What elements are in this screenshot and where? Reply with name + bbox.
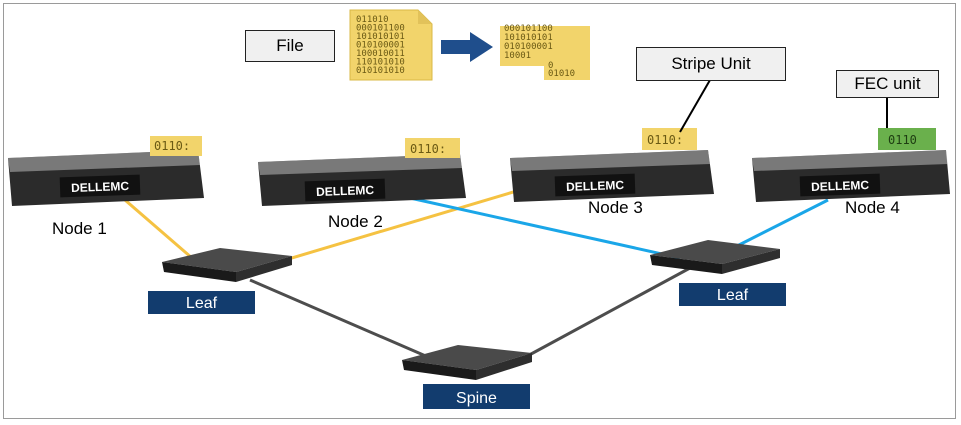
node4-server: DELLEMC 0110 xyxy=(752,128,950,202)
leaf-left-label: Leaf xyxy=(148,291,255,314)
diagram-frame xyxy=(3,3,956,419)
node1-brand: DELLEMC xyxy=(71,179,130,195)
link-node2-leaf xyxy=(409,196,681,260)
leaf-switch-left xyxy=(162,248,292,282)
link-node1-leaf xyxy=(124,198,193,260)
split-binary-line: 10001 xyxy=(504,51,531,61)
file-binary-line: 100010011 xyxy=(356,49,405,59)
node1-server: DELLEMC 0110: xyxy=(8,136,204,206)
spine-label: Spine xyxy=(423,384,530,409)
split-binary-line: 01010 xyxy=(548,69,575,79)
node4-brand: DELLEMC xyxy=(811,178,870,194)
leaf-right-label: Leaf xyxy=(679,283,786,306)
node3-unit-text: 0110: xyxy=(647,133,683,147)
node4-unit-text: 0110 xyxy=(888,133,917,147)
link-leaf-spine-left xyxy=(249,278,436,362)
split-binary-line: 101010101 xyxy=(504,33,553,43)
split-binary-line: 010100001 xyxy=(504,42,553,52)
node2-brand: DELLEMC xyxy=(316,183,375,199)
link-leaf-spine-right xyxy=(519,266,691,362)
link-leaf-node3 xyxy=(274,188,521,265)
file-binary-line: 110101010 xyxy=(356,58,405,68)
file-callout: File xyxy=(245,30,335,62)
file-binary-line: 010100001 xyxy=(356,41,405,51)
split-binary-line: 000101100 xyxy=(504,24,553,34)
file-binary-line: 000101100 xyxy=(356,24,405,34)
arrow-icon xyxy=(441,32,493,62)
node3-label: Node 3 xyxy=(588,198,643,217)
stripe-unit-callout: Stripe Unit xyxy=(636,47,786,81)
node4-label: Node 4 xyxy=(845,198,900,217)
node3-server: DELLEMC 0110: xyxy=(510,128,714,202)
node3-brand: DELLEMC xyxy=(566,178,625,194)
file-binary-line: 011010 xyxy=(356,15,389,25)
leaf-switch-right xyxy=(650,240,780,274)
node2-unit-text: 0110: xyxy=(410,142,446,156)
stripe-unit-connector xyxy=(679,79,711,133)
node1-label: Node 1 xyxy=(52,219,107,238)
fec-unit-callout: FEC unit xyxy=(836,70,939,98)
file-binary-line: 010101010 xyxy=(356,66,405,76)
link-node4-leaf xyxy=(734,198,829,249)
split-binary-line: 0 xyxy=(548,61,553,71)
file-binary-line: 101010101 xyxy=(356,32,405,42)
node2-server: DELLEMC 0110: xyxy=(258,138,466,206)
file-icon: 0110100001011001010101010101000011000100… xyxy=(349,9,433,81)
node1-unit-text: 0110: xyxy=(154,139,190,153)
spine-switch xyxy=(402,345,532,380)
node2-label: Node 2 xyxy=(328,212,383,231)
